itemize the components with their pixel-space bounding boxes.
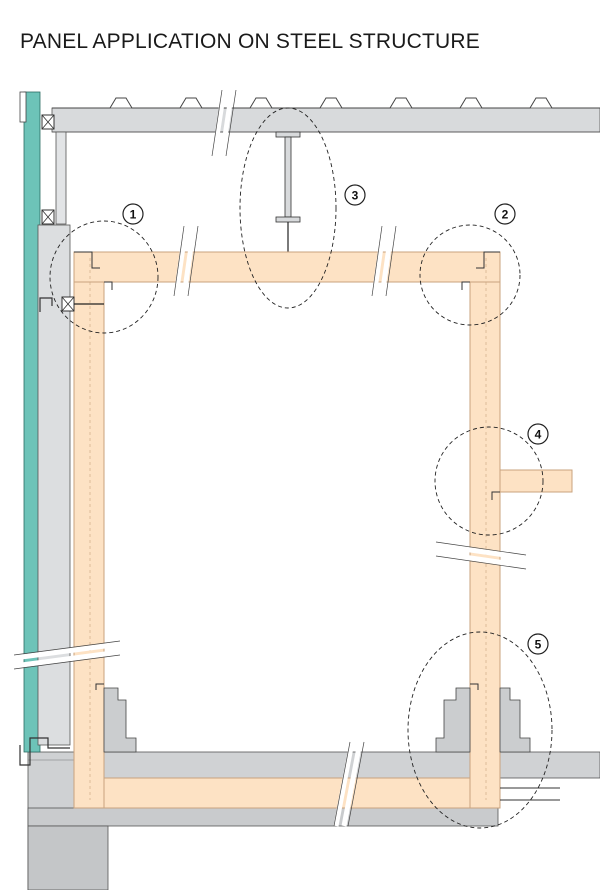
wall-bracket — [39, 296, 104, 312]
callout-label-4: 4 — [535, 428, 542, 442]
detail-circle-2 — [419, 224, 521, 326]
callout-label-2: 2 — [502, 208, 509, 222]
floor-curbs — [95, 683, 560, 801]
detail-circle-1 — [49, 220, 159, 334]
callout-4: 4 — [527, 423, 549, 445]
callout-label-1: 1 — [130, 208, 137, 222]
diagram-title: PANEL APPLICATION ON STEEL STRUCTURE — [20, 30, 480, 53]
callout-1: 1 — [122, 203, 144, 225]
left-studs — [41, 114, 67, 225]
break-marks — [13, 89, 527, 827]
callout-label-3: 3 — [352, 189, 359, 203]
callout-label-5: 5 — [535, 638, 542, 652]
callout-3: 3 — [344, 184, 366, 206]
detail-circle-4 — [434, 426, 544, 536]
callout-5: 5 — [527, 633, 549, 655]
detail-circles — [49, 107, 553, 829]
detail-circle-5 — [407, 631, 553, 829]
callout-2: 2 — [494, 203, 516, 225]
detail-circle-3 — [239, 107, 337, 309]
foundation — [27, 751, 499, 890]
panel-walls — [73, 251, 573, 809]
break-mark-lines — [13, 89, 527, 827]
hanger-beam — [275, 131, 301, 259]
roof-deck — [51, 97, 600, 133]
